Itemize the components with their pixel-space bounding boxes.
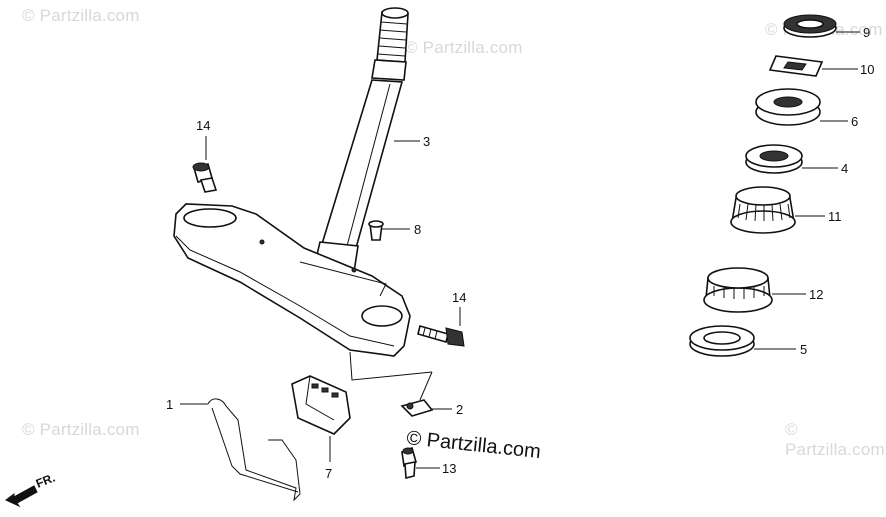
- adjusting-nut-6-part: [755, 88, 821, 126]
- callout-9: 9: [863, 25, 870, 40]
- bolt-14-top-part: [192, 162, 218, 193]
- dust-seal-5-part: [689, 325, 755, 357]
- callout-13: 13: [442, 461, 456, 476]
- callout-3: 3: [423, 134, 430, 149]
- cable-clamp-part: [291, 375, 351, 435]
- callout-4: 4: [841, 161, 848, 176]
- callout-5: 5: [800, 342, 807, 357]
- callout-1: 1: [166, 397, 173, 412]
- leader-lines: [180, 31, 860, 469]
- callout-14-right: 14: [452, 290, 466, 305]
- wire-clip-part: [207, 398, 301, 502]
- callout-6: 6: [851, 114, 858, 129]
- clip-2-part: [400, 399, 434, 417]
- callout-11: 11: [828, 209, 842, 224]
- bolt-14-right-part: [417, 325, 465, 347]
- screw-13-part: [401, 446, 417, 480]
- callout-12: 12: [809, 287, 823, 302]
- callout-10: 10: [860, 62, 874, 77]
- watermark-top-center: © Partzilla.com: [405, 38, 523, 57]
- bearing-11-part: [730, 186, 796, 234]
- steering-bracket-part: [173, 203, 411, 357]
- callout-8: 8: [414, 222, 421, 237]
- lock-nut-9-part: [783, 14, 837, 38]
- watermark-bottom-right: © Partzilla.com: [785, 420, 885, 459]
- brand-label: © Partzilla.com: [405, 427, 541, 463]
- bearing-12-part: [703, 267, 773, 313]
- watermark-top-left: © Partzilla.com: [22, 6, 140, 25]
- dust-seal-4-part: [745, 144, 803, 174]
- callout-7: 7: [325, 466, 332, 481]
- lock-washer-10-part: [768, 55, 824, 77]
- watermark-bottom-left: © Partzilla.com: [22, 420, 140, 439]
- steering-stem-part: [313, 7, 409, 273]
- callout-14-top: 14: [196, 118, 210, 133]
- callout-2: 2: [456, 402, 463, 417]
- front-direction-arrow-icon: [5, 485, 38, 508]
- bolt-8-part: [368, 220, 384, 241]
- front-direction-label: FR.: [34, 471, 57, 491]
